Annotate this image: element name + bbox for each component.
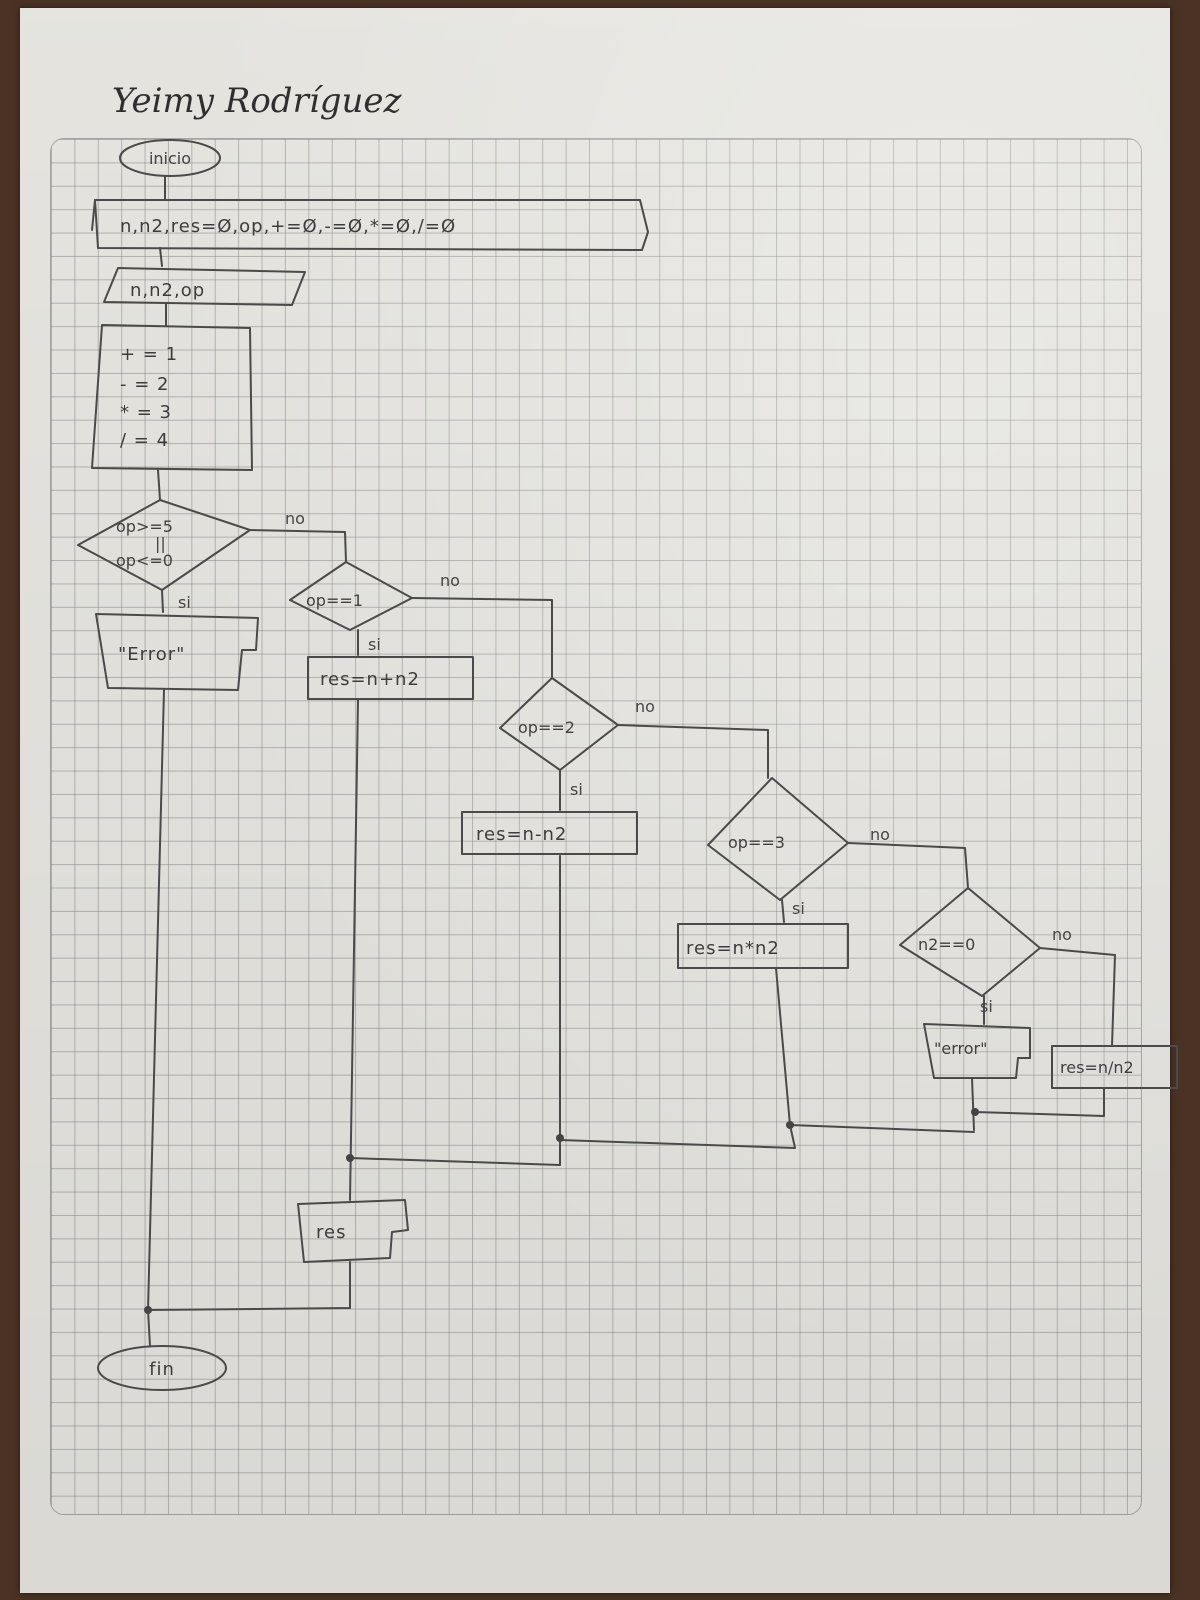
decision-op3: [707, 777, 849, 901]
connector: [157, 469, 161, 501]
yes-label: si: [570, 780, 583, 799]
no-label: no: [870, 825, 890, 844]
connector-no: [411, 597, 553, 679]
start-label: inicio: [149, 149, 191, 168]
menu-line-1: + = 1: [120, 344, 178, 365]
process-div: [1051, 1045, 1178, 1089]
connector-no: [617, 724, 769, 779]
error-output-2-label: "error": [934, 1039, 987, 1058]
junction-dot: [346, 1154, 354, 1162]
yes-label: si: [368, 635, 381, 654]
connector-merge: [775, 967, 791, 1126]
connector-to-end: [147, 1261, 351, 1311]
graph-grid: [50, 138, 1142, 1515]
decision-op2-label: op==2: [518, 718, 575, 737]
connector-to-output: [349, 699, 359, 1201]
error-output-1: [95, 613, 259, 691]
declaration-box-edge: [91, 199, 96, 231]
start-terminal: [119, 139, 221, 177]
connector-no: [249, 529, 347, 563]
connector-merge: [789, 1124, 975, 1133]
connector-no: [1039, 947, 1116, 1047]
menu-line-3: * = 3: [120, 402, 172, 423]
connector-to-end: [147, 689, 165, 1311]
no-label: no: [635, 697, 655, 716]
input-parallelogram: [103, 267, 306, 306]
menu-box: [91, 324, 253, 471]
connector: [147, 1309, 151, 1347]
process-mul-label: res=n*n2: [686, 938, 780, 959]
yes-label: si: [980, 997, 993, 1016]
decision-zero-label: n2==0: [918, 935, 975, 954]
input-label: n,n2,op: [130, 280, 205, 301]
decision-op3-label: op==3: [728, 833, 785, 852]
no-label: no: [285, 509, 305, 528]
connector-yes: [781, 899, 785, 923]
decision-range-line-2: ||: [155, 534, 166, 553]
process-sum: [307, 656, 474, 700]
process-sub: [461, 811, 638, 855]
connector: [159, 247, 163, 267]
junction-dot: [971, 1108, 979, 1116]
connector-merge: [559, 1124, 796, 1149]
end-label: fin: [149, 1359, 175, 1380]
yes-label: si: [178, 593, 191, 612]
decision-range-line-3: op<=0: [116, 551, 173, 570]
decision-op1: [289, 561, 413, 631]
output-result: [297, 1199, 409, 1263]
yes-label: si: [792, 899, 805, 918]
connector-no: [847, 842, 969, 889]
connector-merge: [971, 1077, 975, 1131]
connector-merge: [974, 1087, 1105, 1117]
declaration-label: n,n2,res=Ø,op,+=Ø,-=Ø,*=Ø,/=Ø: [120, 216, 456, 237]
menu-line-4: / = 4: [120, 430, 169, 451]
declaration-box: [94, 199, 649, 251]
process-sub-label: res=n-n2: [476, 824, 567, 845]
menu-line-2: - = 2: [120, 374, 169, 395]
end-terminal: [97, 1345, 227, 1391]
process-sum-label: res=n+n2: [320, 669, 420, 690]
decision-op1-label: op==1: [306, 591, 363, 610]
connector-yes: [161, 589, 164, 613]
process-div-label: res=n/n2: [1060, 1058, 1134, 1077]
decision-range-line-1: op>=5: [116, 517, 173, 536]
no-label: no: [1052, 925, 1072, 944]
author-name: Yeimy Rodríguez: [112, 81, 402, 121]
junction-dot: [556, 1134, 564, 1142]
error-output-2: [923, 1023, 1031, 1079]
output-result-label: res: [316, 1222, 346, 1243]
decision-zero: [899, 887, 1041, 997]
no-label: no: [440, 571, 460, 590]
error-output-1-label: "Error": [118, 644, 185, 665]
connector-merge: [349, 1157, 561, 1166]
process-mul: [677, 923, 849, 969]
